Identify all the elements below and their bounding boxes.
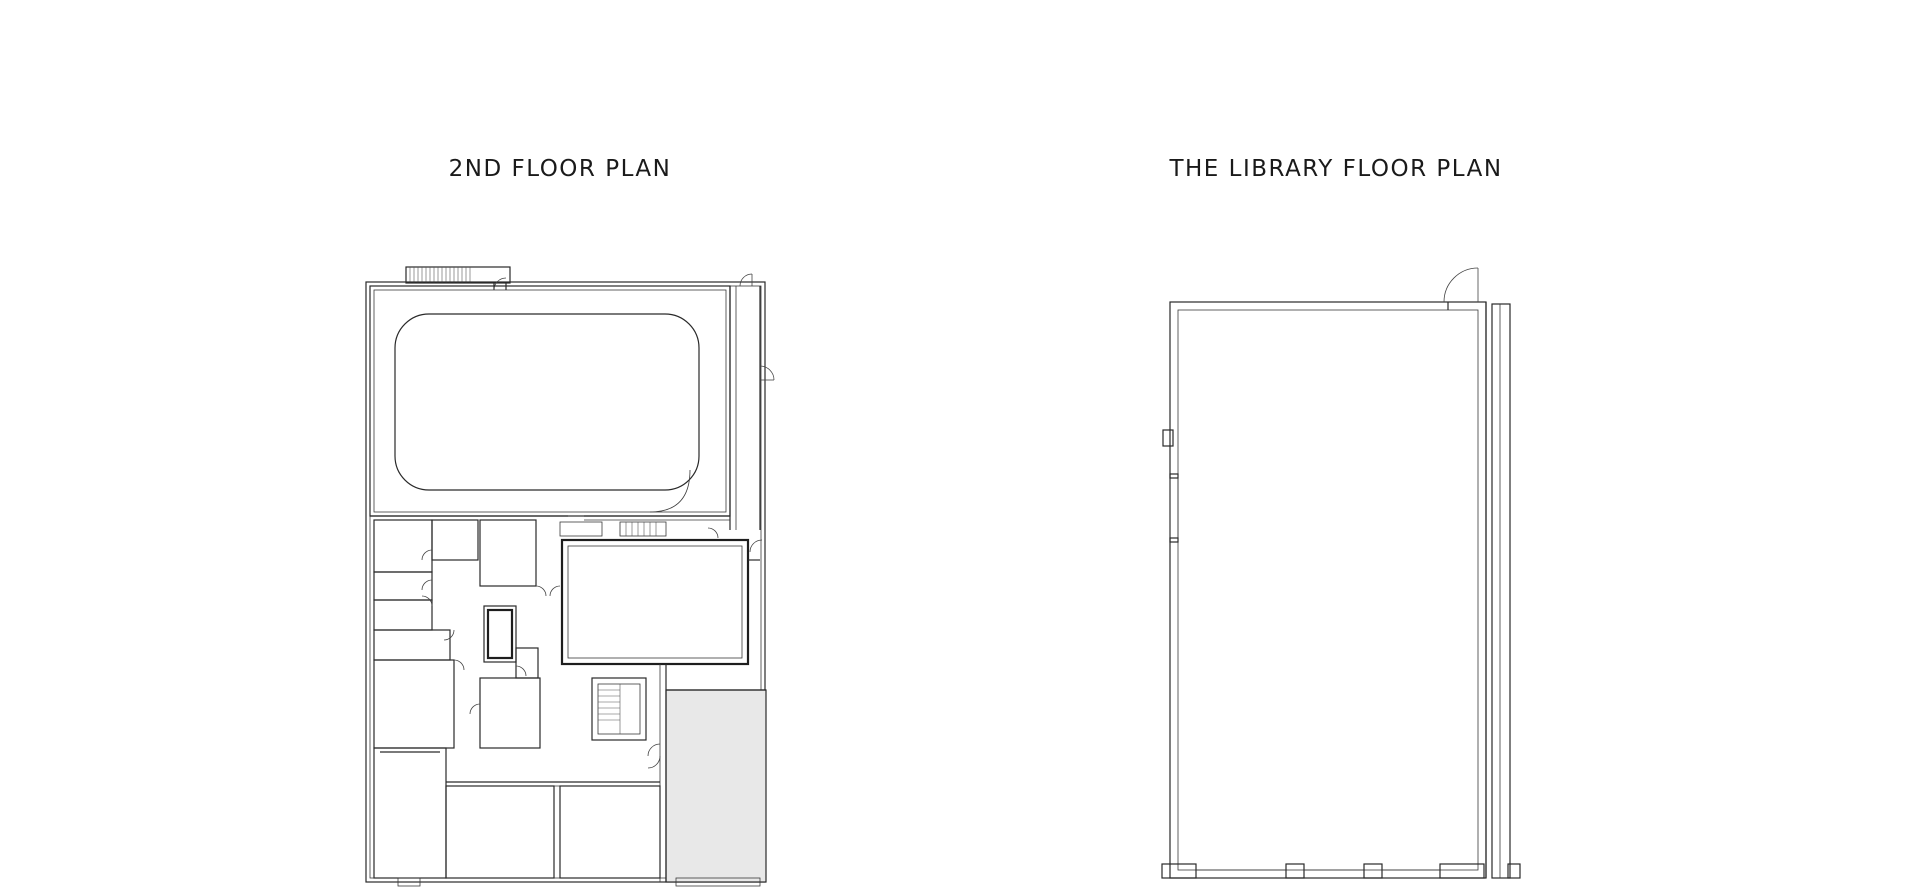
library-entry-door <box>1443 267 1479 310</box>
stair-core <box>591 677 647 741</box>
mid-corridor <box>370 515 730 537</box>
lower-rooms <box>373 747 761 887</box>
library-outer-walls <box>1169 301 1511 879</box>
library-side-window <box>1162 429 1179 543</box>
top-stair <box>405 266 511 284</box>
library-floor-plan-title: THE LIBRARY FLOOR PLAN <box>1169 156 1503 182</box>
library-area-highlight <box>665 689 767 883</box>
second-floor-plan-title: 2ND FLOOR PLAN <box>448 156 672 182</box>
central-room <box>560 527 763 666</box>
library-bottom-windows <box>1161 863 1521 879</box>
